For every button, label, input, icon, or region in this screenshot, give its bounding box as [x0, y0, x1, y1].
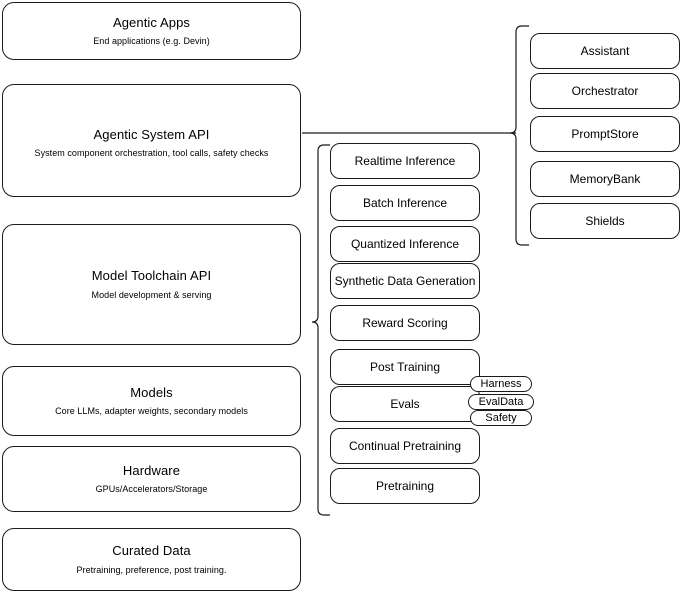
- layer-subtitle: Pretraining, preference, post training.: [76, 564, 227, 575]
- layer-title: Agentic System API: [93, 127, 210, 142]
- agentic-node-promptstore[interactable]: PromptStore: [530, 116, 680, 152]
- layer-title: Hardware: [122, 462, 181, 478]
- agentic-node-memorybank[interactable]: MemoryBank: [530, 161, 680, 197]
- agentic-node-assistant[interactable]: Assistant: [530, 33, 680, 69]
- agentic-node-orchestrator[interactable]: Orchestrator: [530, 73, 680, 109]
- layer-curated-data[interactable]: Curated Data Pretraining, preference, po…: [2, 528, 301, 591]
- toolchain-node-evals[interactable]: Evals: [330, 386, 480, 422]
- toolchain-node-continual-pretraining[interactable]: Continual Pretraining: [330, 428, 480, 464]
- layer-models[interactable]: Models Core LLMs, adapter weights, secon…: [2, 366, 301, 436]
- layer-agentic-system-api[interactable]: Agentic System API System component orch…: [2, 84, 301, 197]
- toolchain-node-post-training[interactable]: Post Training: [330, 349, 480, 385]
- toolchain-node-synthetic-data-generation[interactable]: Synthetic Data Generation: [330, 263, 480, 299]
- evals-badge-safety[interactable]: Safety: [470, 410, 532, 426]
- evals-badge-evaldata[interactable]: EvalData: [468, 394, 534, 410]
- layer-subtitle: Model development & serving: [91, 289, 212, 300]
- agentic-node-shields[interactable]: Shields: [530, 203, 680, 239]
- layer-title: Model Toolchain API: [91, 268, 212, 284]
- layer-title: Models: [130, 384, 173, 400]
- layer-model-toolchain-api[interactable]: Model Toolchain API Model development & …: [2, 224, 301, 345]
- bracket-agentic-components: [509, 25, 529, 246]
- toolchain-node-reward-scoring[interactable]: Reward Scoring: [330, 305, 480, 341]
- layer-subtitle: Core LLMs, adapter weights, secondary mo…: [55, 406, 248, 416]
- layer-subtitle: End applications (e.g. Devin): [93, 36, 210, 47]
- layer-agentic-apps[interactable]: Agentic Apps End applications (e.g. Devi…: [2, 2, 301, 60]
- toolchain-node-batch-inference[interactable]: Batch Inference: [330, 185, 480, 221]
- toolchain-node-realtime-inference[interactable]: Realtime Inference: [330, 143, 480, 179]
- layer-title: Agentic Apps: [112, 15, 191, 30]
- evals-badge-harness[interactable]: Harness: [470, 376, 532, 392]
- toolchain-node-pretraining[interactable]: Pretraining: [330, 468, 480, 504]
- toolchain-node-quantized-inference[interactable]: Quantized Inference: [330, 226, 480, 262]
- layer-subtitle: System component orchestration, tool cal…: [34, 148, 269, 159]
- layer-hardware[interactable]: Hardware GPUs/Accelerators/Storage: [2, 446, 301, 512]
- layer-subtitle: GPUs/Accelerators/Storage: [95, 484, 208, 494]
- layer-title: Curated Data: [112, 543, 191, 559]
- bracket-toolchain-components: [311, 144, 330, 516]
